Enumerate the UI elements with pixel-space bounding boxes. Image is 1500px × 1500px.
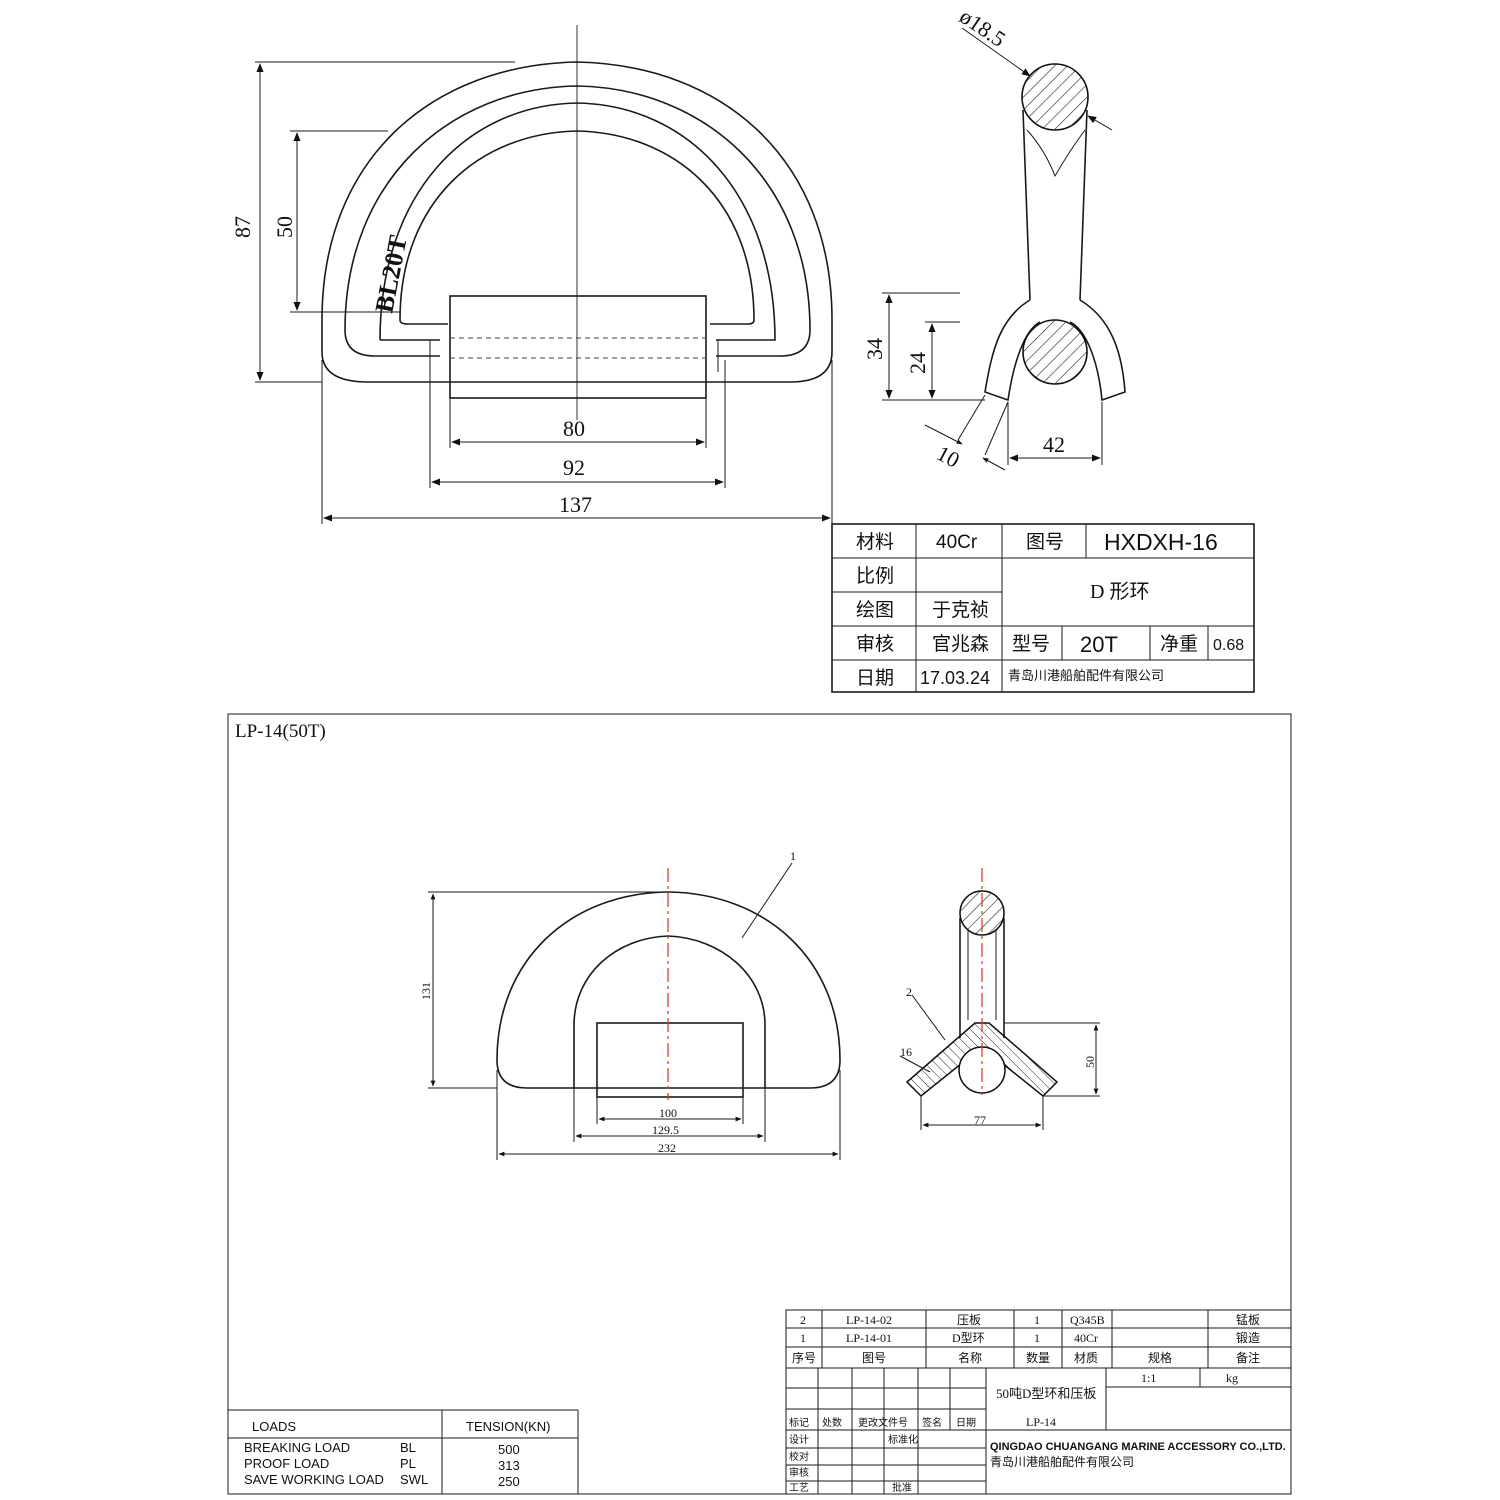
pt-h-code: 图号 [862,1351,886,1365]
tb-model-label: 型号 [1012,633,1050,655]
balloon-1: 1 [790,849,796,863]
pt-h-qty: 数量 [1026,1350,1050,1365]
dim-diameter: ø18.5 [955,3,1010,51]
pt-h-spec: 规格 [1148,1350,1172,1365]
tb-weight-value: 0.68 [1213,637,1244,654]
pt-r1-no: 2 [800,1313,806,1327]
load-bl-name: BREAKING LOAD [244,1440,350,1455]
tb2-scale: 1:1 [1141,1371,1156,1385]
load-swl-abbr: SWL [400,1472,428,1487]
load-swl-name: SAVE WORKING LOAD [244,1472,384,1487]
tb2-standard: 标准化 [888,1433,918,1446]
load-swl-value: 250 [498,1474,520,1489]
balloon-2: 2 [906,985,912,999]
top-side-view [984,63,1126,402]
pt-h-mat: 材质 [1074,1351,1098,1365]
dim-thickness-16: 16 [900,1045,912,1059]
loads-header-left: LOADS [252,1419,296,1434]
tb-scale-label: 比例 [856,565,894,587]
tb2-company-cn: 青岛川港船舶配件有限公司 [990,1454,1134,1469]
load-pl-value: 313 [498,1458,520,1473]
tb2-rev-count: 处数 [822,1416,842,1429]
pt-r2-qty: 1 [1034,1331,1040,1345]
pt-r2-no: 1 [800,1331,806,1345]
section-bottom-circle [1022,319,1088,385]
pt-h-name: 名称 [958,1350,982,1365]
dim-width-137: 137 [559,492,592,517]
dim-height-50: 50 [272,216,297,238]
dim-width-100: 100 [659,1106,677,1120]
tb-model-value: 20T [1080,632,1118,657]
top-title-block: 材料 40Cr 图号 HXDXH-16 比例 D 形环 绘图 于克祯 审核 官兆… [831,523,1255,693]
section-top-circle [1021,63,1089,131]
pt-r1-name: 压板 [957,1313,981,1327]
dim-side-50: 50 [1083,1056,1097,1068]
pt-r1-mat: Q345B [1070,1313,1105,1327]
load-bl-abbr: BL [400,1440,416,1455]
tb-drawing-no-value: HXDXH-16 [1104,529,1218,555]
tb2-rev-mark: 标记 [789,1417,809,1429]
tb-part-name: D 形环 [1090,580,1149,603]
tb2-rev-date: 日期 [956,1417,976,1429]
tb2-process: 工艺 [789,1482,809,1494]
tb-drawn-value: 于克祯 [932,599,989,621]
tb2-unit: kg [1226,1371,1238,1385]
parts-table: 2 LP-14-02 压板 1 Q345B 锰板 1 LP-14-01 D型环 … [785,1309,1292,1495]
dim-side-10: 10 [933,440,964,472]
tb-drawing-no-label: 图号 [1026,532,1064,553]
tb-drawn-label: 绘图 [856,599,894,621]
tb-company: 青岛川港船舶配件有限公司 [1008,668,1164,683]
tb-date-label: 日期 [856,667,894,689]
load-pl-name: PROOF LOAD [244,1456,329,1471]
pt-r2-code: LP-14-01 [846,1331,892,1345]
bottom-title: LP-14(50T) [235,721,326,742]
loads-header-right: TENSION(KN) [466,1419,551,1434]
pt-h-no: 序号 [792,1350,816,1365]
tb-material-value: 40Cr [936,532,978,553]
tb2-code: LP-14 [1026,1415,1056,1429]
pt-r1-code: LP-14-02 [846,1313,892,1327]
dim-width-92: 92 [563,455,585,480]
tb-weight-label: 净重 [1160,633,1198,655]
dim-side-34: 34 [862,338,887,360]
tb2-rev-sign: 签名 [922,1416,942,1429]
dim-width-80: 80 [563,416,585,441]
bottom-front-view: 1 131 100 129.5 232 [419,849,841,1160]
top-front-dimensions: 87 50 80 92 137 [230,61,833,524]
pt-r2-mat: 40Cr [1074,1331,1098,1345]
tb2-rev-doc: 更改文件号 [858,1416,908,1429]
bottom-side-view: 2 16 50 77 [899,868,1100,1130]
dim-height-87: 87 [230,216,255,238]
load-bl-value: 500 [498,1442,520,1457]
dim-width-129-5: 129.5 [652,1123,679,1137]
tb-check-label: 审核 [856,633,894,655]
tb2-company-en: QINGDAO CHUANGANG MARINE ACCESSORY CO.,L… [990,1441,1286,1453]
bottom-sheet: LP-14(50T) 1 131 100 129.5 [227,713,1292,1495]
dim-side-24: 24 [905,352,930,374]
tb2-name: 50吨D型环和压板 [996,1386,1096,1401]
top-front-view: BL20T [321,25,833,420]
tb2-approve: 批准 [892,1481,912,1494]
pt-h-note: 备注 [1236,1350,1260,1365]
dim-side-77: 77 [974,1113,986,1127]
tb-date-value: 17.03.24 [920,668,990,688]
dim-side-42: 42 [1043,432,1065,457]
pt-r2-note: 锻造 [1236,1331,1260,1345]
pt-r1-qty: 1 [1034,1313,1040,1327]
dim-height-131: 131 [419,982,433,1000]
dim-width-232: 232 [658,1141,676,1155]
tb-check-value: 官兆森 [932,633,989,655]
pt-r2-name: D型环 [952,1331,985,1345]
load-pl-abbr: PL [400,1456,416,1471]
ring-marking: BL20T [369,233,412,315]
tb2-design: 设计 [789,1433,809,1446]
tb-material-label: 材料 [856,531,894,553]
loads-table: LOADS TENSION(KN) BREAKING LOAD BL 500 P… [228,1409,579,1494]
tb2-proof: 校对 [789,1450,809,1463]
tb2-review: 审核 [789,1466,809,1479]
pt-r1-note: 锰板 [1236,1312,1260,1327]
